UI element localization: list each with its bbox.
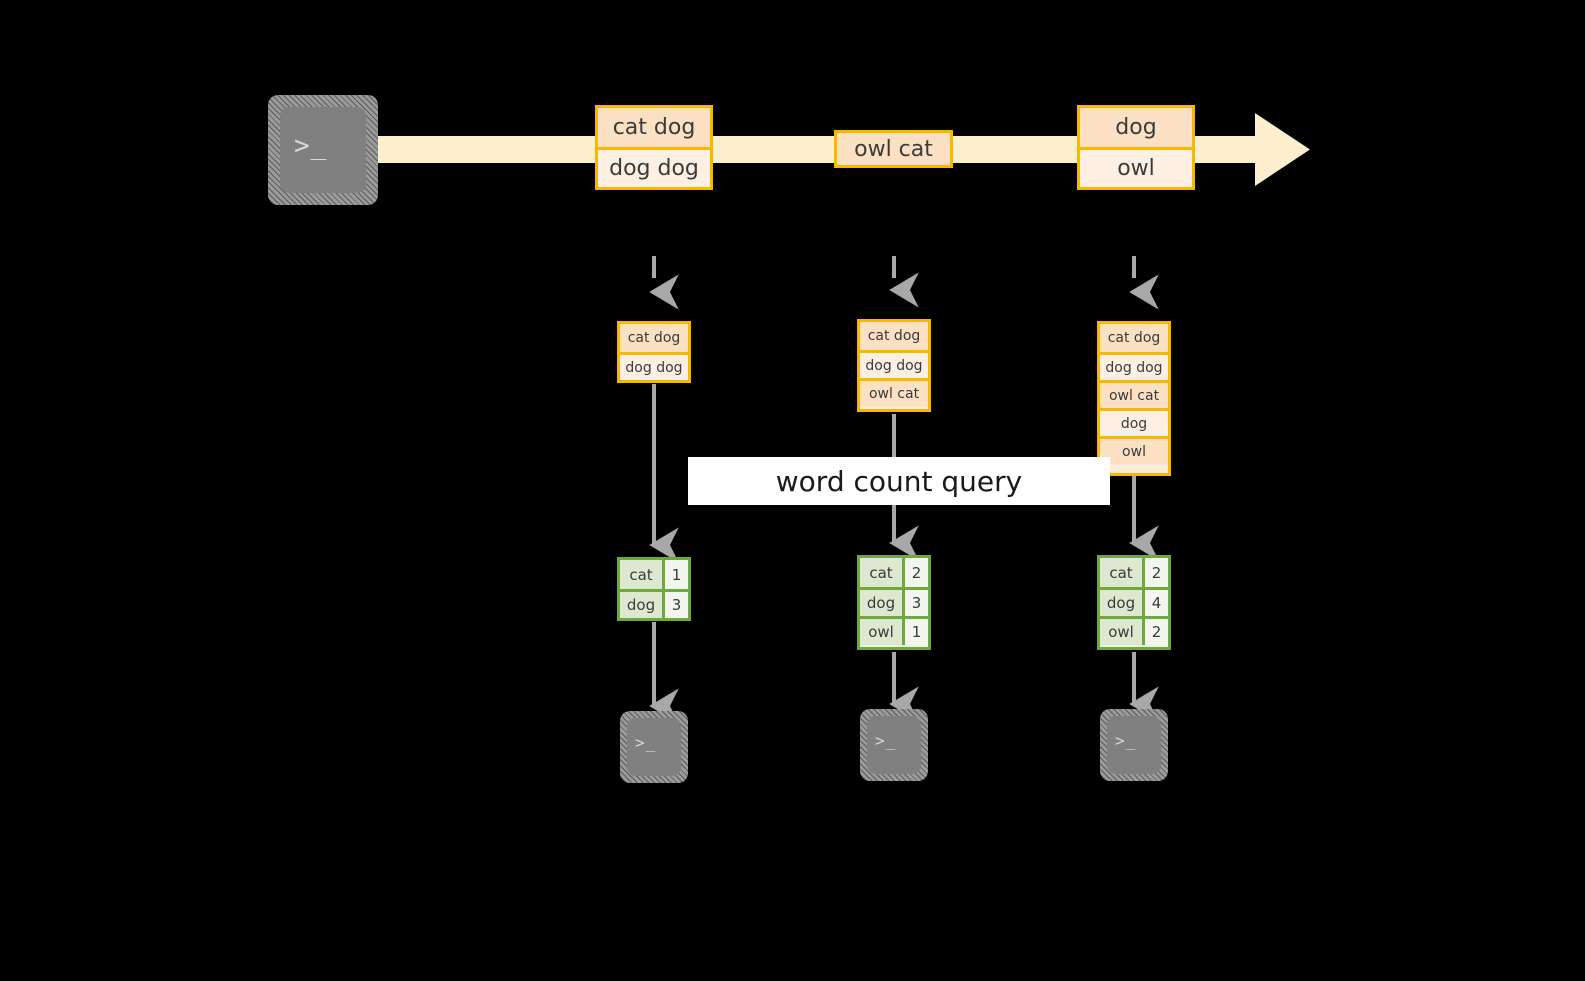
result-word: owl (860, 619, 905, 645)
snapshot-3-sink-terminal-icon[interactable]: >_ (1100, 709, 1168, 781)
result-word: dog (860, 590, 905, 616)
result-word: dog (620, 592, 665, 618)
snapshot-1-result-table[interactable]: cat 1 dog 3 (617, 557, 691, 621)
snapshot-input-line: owl cat (860, 378, 928, 406)
result-count: 1 (665, 560, 688, 589)
result-word: cat (1100, 558, 1145, 587)
result-count: 4 (1145, 590, 1168, 616)
terminal-body (627, 718, 681, 776)
terminal-prompt-glyph: >_ (635, 733, 657, 752)
query-label: word count query (688, 457, 1110, 505)
result-count: 3 (905, 590, 928, 616)
result-word: owl (1100, 619, 1145, 645)
table-row: owl 1 (860, 616, 928, 645)
table-row: cat 2 (860, 558, 928, 587)
result-count: 3 (665, 592, 688, 618)
source-terminal-icon[interactable]: >_ (268, 95, 378, 205)
terminal-prompt-glyph: >_ (294, 131, 328, 161)
snapshot-input-line: cat dog (1100, 324, 1168, 352)
result-word: dog (1100, 590, 1145, 616)
result-word: cat (620, 560, 665, 589)
stream-to-snapshot-arrows (649, 256, 1159, 310)
table-row: dog 4 (1100, 587, 1168, 616)
terminal-body (1107, 716, 1161, 774)
snapshot-input-line: dog dog (860, 350, 928, 378)
result-to-sink-arrows (649, 622, 1159, 724)
result-count: 2 (1145, 558, 1168, 587)
stream-event-line: owl (1080, 147, 1192, 187)
table-row: owl 2 (1100, 616, 1168, 645)
snapshot-1-input-box[interactable]: cat dog dog dog (617, 321, 691, 383)
snapshot-3-result-table[interactable]: cat 2 dog 4 owl 2 (1097, 555, 1171, 650)
stream-event-group-1[interactable]: cat dog dog dog (595, 105, 713, 190)
stream-event-group-3[interactable]: dog owl (1077, 105, 1195, 190)
snapshot-2-result-table[interactable]: cat 2 dog 3 owl 1 (857, 555, 931, 650)
terminal-prompt-glyph: >_ (1115, 731, 1137, 750)
snapshot-2-input-box[interactable]: cat dog dog dog owl cat (857, 319, 931, 412)
snapshot-input-line: owl cat (1100, 380, 1168, 408)
snapshot-input-line: dog dog (1100, 352, 1168, 380)
result-count: 1 (905, 619, 928, 645)
table-row: cat 2 (1100, 558, 1168, 587)
table-row: dog 3 (860, 587, 928, 616)
stream-event-line: dog dog (598, 147, 710, 187)
result-count: 2 (905, 558, 928, 587)
snapshot-input-line: owl (1100, 436, 1168, 464)
stream-event-line: cat dog (598, 108, 710, 147)
table-row: cat 1 (620, 560, 688, 589)
stream-event-group-2[interactable]: owl cat (834, 130, 953, 168)
snapshot-1-sink-terminal-icon[interactable]: >_ (620, 711, 688, 783)
terminal-body (867, 716, 921, 774)
snapshot-input-line: cat dog (860, 322, 928, 350)
snapshot-input-line: dog (1100, 408, 1168, 436)
stream-event-line: owl cat (837, 133, 950, 165)
result-word: cat (860, 558, 905, 587)
terminal-body (280, 107, 366, 193)
terminal-prompt-glyph: >_ (875, 731, 897, 750)
table-row: dog 3 (620, 589, 688, 618)
snapshot-2-sink-terminal-icon[interactable]: >_ (860, 709, 928, 781)
result-count: 2 (1145, 619, 1168, 645)
stream-event-line: dog (1080, 108, 1192, 147)
snapshot-3-input-box[interactable]: cat dog dog dog owl cat dog owl (1097, 321, 1171, 476)
snapshot-input-line: cat dog (620, 324, 688, 352)
snapshot-input-line: dog dog (620, 352, 688, 380)
